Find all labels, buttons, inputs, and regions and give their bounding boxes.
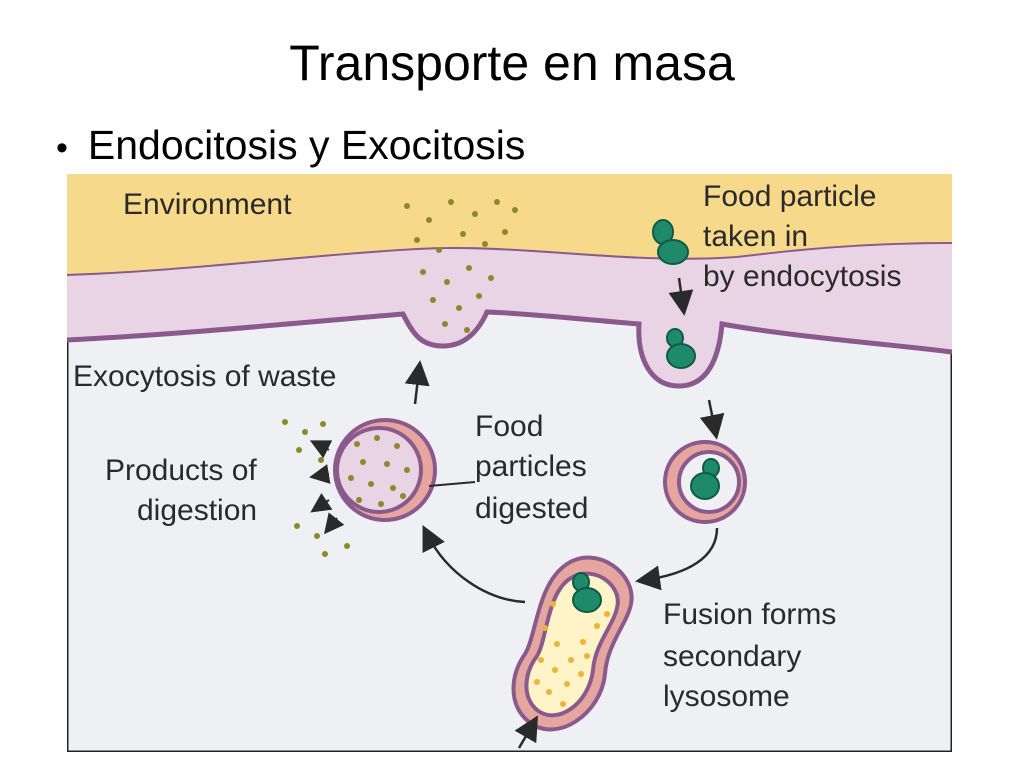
label-food-particle-line2: taken in: [703, 220, 808, 253]
plasma-membrane: [67, 244, 952, 386]
label-fusion-line3: lysosome: [663, 680, 790, 713]
secondary-lysosome: [511, 555, 634, 732]
label-products-line1: Products of: [105, 454, 257, 487]
label-food-particle-line1: Food particle: [703, 180, 876, 213]
label-products-line2: digestion: [137, 494, 257, 527]
released-waste-particles: [404, 199, 518, 333]
endocytosis-diagram: Environment Food particle taken in by en…: [67, 174, 952, 752]
diffusion-arrows: [309, 440, 345, 535]
environment-region: [67, 174, 952, 276]
label-environment: Environment: [123, 188, 292, 221]
label-exocytosis: Exocytosis of waste: [73, 360, 336, 393]
label-fusion-line1: Fusion forms: [663, 598, 836, 631]
slide-title: Transporte en masa: [289, 35, 735, 91]
label-digested-line3: digested: [475, 492, 588, 525]
bullet-text: Endocitosis y Exocitosis: [87, 122, 526, 168]
digested-pointer-line: [428, 481, 476, 487]
label-digested-line2: particles: [475, 450, 587, 483]
bullet-dot: •: [56, 129, 68, 167]
endocytic-vesicle: [663, 440, 747, 524]
label-digested-line1: Food: [475, 410, 543, 443]
food-particle-invaginating: [666, 328, 696, 369]
label-food-particle-line3: by endocytosis: [703, 260, 901, 293]
digestion-vesicle: [333, 418, 437, 522]
diagram-canvas: Environment Food particle taken in by en…: [67, 174, 952, 752]
pathway-arrows: [404, 277, 725, 749]
bullet-item: • Endocitosis y Exocitosis: [56, 122, 525, 169]
membrane-inner-edge: [67, 309, 952, 389]
food-particle-outside: [652, 219, 689, 265]
digestion-product-particles: [282, 419, 350, 557]
label-fusion-line2: secondary: [663, 640, 801, 673]
